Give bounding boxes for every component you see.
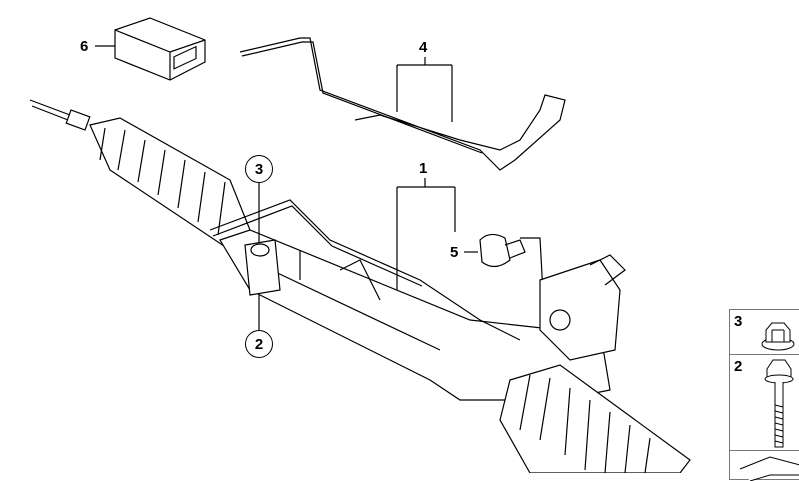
callout-2: 2 — [245, 330, 273, 358]
legend-label-3: 3 — [734, 313, 743, 330]
legend-label-2: 2 — [734, 358, 743, 375]
rack-housing-drawing — [219, 229, 611, 401]
pressure-line-drawing — [239, 37, 566, 171]
callout-1: 1 — [419, 160, 428, 177]
legend-panel-nut: 3 — [729, 309, 799, 355]
bracket-icon — [739, 456, 799, 481]
flange-nut-icon — [761, 322, 795, 351]
callout-5: 5 — [450, 244, 459, 261]
callout-3: 3 — [245, 155, 273, 183]
left-boot-drawing — [89, 117, 251, 251]
legend-panel-misc — [729, 450, 799, 481]
hex-bolt-icon — [764, 359, 794, 448]
legend-panel-bolt: 2 — [729, 354, 799, 451]
callout-6: 6 — [80, 38, 89, 55]
control-module-drawing — [114, 17, 206, 81]
callout-4: 4 — [419, 39, 428, 56]
